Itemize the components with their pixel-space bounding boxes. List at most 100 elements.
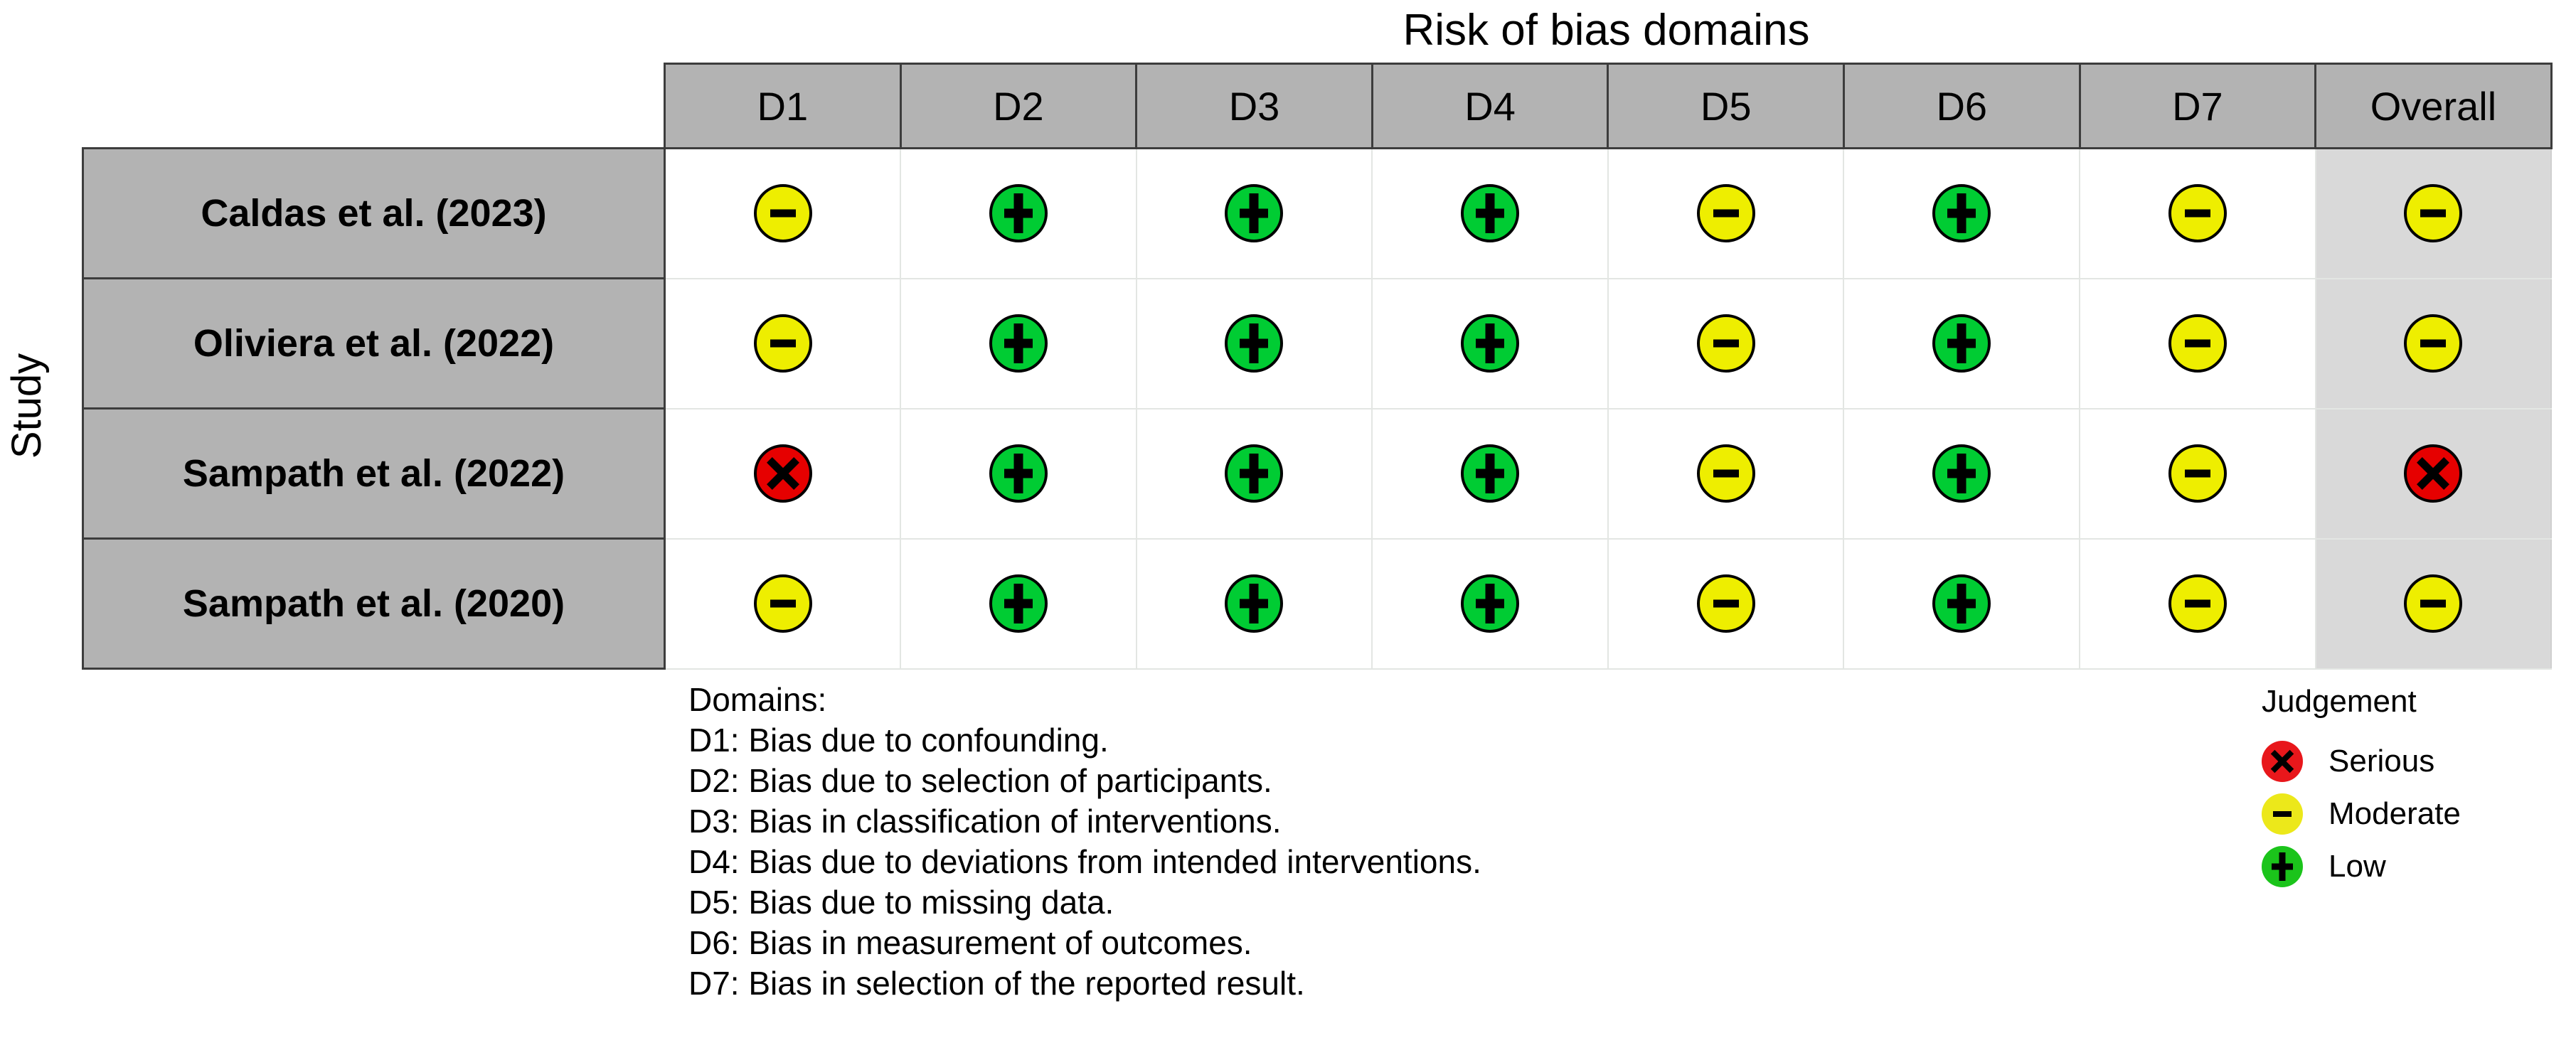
risk-of-bias-table: D1 D2 D3 D4 D5 D6 D7 Overall Caldas et a… — [82, 63, 2553, 670]
judgement-cell-sampath-et-al-2022-d3[interactable] — [1135, 407, 1373, 540]
legend-title: Judgement — [2262, 684, 2417, 719]
domain-description-d3: D3: Bias in classification of interventi… — [688, 803, 1282, 840]
study-label-oliviera-et-al-2022[interactable]: Oliviera et al. (2022) — [82, 277, 666, 409]
judgement-cell-oliviera-et-al-2022-d4[interactable] — [1371, 277, 1609, 409]
low-judgement-icon — [1461, 574, 1520, 633]
judgement-cell-sampath-et-al-2022-d4[interactable] — [1371, 407, 1609, 540]
judgement-cell-sampath-et-al-2020-d6[interactable] — [1843, 537, 2081, 670]
judgement-cell-oliviera-et-al-2022-d6[interactable] — [1843, 277, 2081, 409]
study-label-sampath-et-al-2022[interactable]: Sampath et al. (2022) — [82, 407, 666, 540]
moderate-judgement-icon — [753, 314, 812, 373]
moderate-judgement-icon — [2168, 314, 2227, 373]
table-body: Caldas et al. (2023)Oliviera et al. (202… — [82, 147, 2553, 670]
judgement-cell-caldas-et-al-2023-overall[interactable] — [2314, 147, 2553, 279]
judgement-cell-caldas-et-al-2023-d7[interactable] — [2079, 147, 2316, 279]
moderate-judgement-icon — [1696, 184, 1755, 243]
table-row: Caldas et al. (2023) — [82, 147, 2553, 279]
judgement-cell-sampath-et-al-2020-d2[interactable] — [900, 537, 1137, 670]
study-label-caldas-et-al-2023[interactable]: Caldas et al. (2023) — [82, 147, 666, 279]
page-title: Risk of bias domains — [1403, 6, 1810, 55]
legend-label-serious: Serious — [2328, 744, 2435, 778]
column-header-d3[interactable]: D3 — [1135, 63, 1373, 149]
low-judgement-icon — [1461, 184, 1520, 243]
judgement-cell-sampath-et-al-2022-d5[interactable] — [1607, 407, 1845, 540]
judgement-cell-sampath-et-al-2020-d1[interactable] — [664, 537, 902, 670]
judgement-cell-sampath-et-al-2022-d6[interactable] — [1843, 407, 2081, 540]
low-judgement-icon — [1461, 444, 1520, 503]
domain-description-d4: D4: Bias due to deviations from intended… — [688, 843, 1481, 880]
table-header-row: D1 D2 D3 D4 D5 D6 D7 Overall — [83, 63, 2553, 149]
domain-description-d2: D2: Bias due to selection of participant… — [688, 762, 1272, 799]
moderate-judgement-icon — [1696, 444, 1755, 503]
column-header-d5[interactable]: D5 — [1607, 63, 1845, 149]
moderate-judgement-icon — [2262, 793, 2303, 835]
serious-judgement-icon — [2404, 444, 2463, 503]
header-corner-blank — [83, 64, 665, 149]
domains-caption: Domains: D1: Bias due to confounding. D2… — [688, 680, 1481, 1004]
low-judgement-icon — [989, 184, 1048, 243]
judgement-cell-sampath-et-al-2020-overall[interactable] — [2314, 537, 2553, 670]
domain-description-d7: D7: Bias in selection of the reported re… — [688, 965, 1305, 1002]
judgement-cell-sampath-et-al-2020-d4[interactable] — [1371, 537, 1609, 670]
judgement-cell-sampath-et-al-2020-d5[interactable] — [1607, 537, 1845, 670]
judgement-cell-caldas-et-al-2023-d2[interactable] — [900, 147, 1137, 279]
study-label-sampath-et-al-2020[interactable]: Sampath et al. (2020) — [82, 537, 666, 670]
serious-judgement-icon — [2262, 741, 2303, 782]
moderate-judgement-icon — [1696, 574, 1755, 633]
low-judgement-icon — [2262, 846, 2303, 887]
judgement-cell-sampath-et-al-2022-d7[interactable] — [2079, 407, 2316, 540]
low-judgement-icon — [1225, 574, 1284, 633]
judgement-cell-oliviera-et-al-2022-d1[interactable] — [664, 277, 902, 409]
table-row: Sampath et al. (2020) — [82, 537, 2553, 670]
judgement-cell-caldas-et-al-2023-d5[interactable] — [1607, 147, 1845, 279]
domains-heading: Domains: — [688, 681, 827, 718]
judgement-cell-sampath-et-al-2022-d2[interactable] — [900, 407, 1137, 540]
column-header-d7[interactable]: D7 — [2078, 63, 2317, 149]
domain-description-d1: D1: Bias due to confounding. — [688, 722, 1109, 759]
legend-label-low: Low — [2328, 849, 2386, 884]
moderate-judgement-icon — [753, 574, 812, 633]
low-judgement-icon — [1225, 314, 1284, 373]
column-header-d4[interactable]: D4 — [1371, 63, 1609, 149]
judgement-cell-caldas-et-al-2023-d1[interactable] — [664, 147, 902, 279]
column-header-d2[interactable]: D2 — [899, 63, 1138, 149]
low-judgement-icon — [1225, 444, 1284, 503]
judgement-cell-sampath-et-al-2020-d3[interactable] — [1135, 537, 1373, 670]
low-judgement-icon — [1932, 444, 1991, 503]
judgement-cell-sampath-et-al-2020-d7[interactable] — [2079, 537, 2316, 670]
legend-label-moderate: Moderate — [2328, 796, 2461, 831]
moderate-judgement-icon — [2168, 574, 2227, 633]
moderate-judgement-icon — [753, 184, 812, 243]
table-row: Oliviera et al. (2022) — [82, 277, 2553, 409]
moderate-judgement-icon — [2168, 184, 2227, 243]
judgement-cell-caldas-et-al-2023-d6[interactable] — [1843, 147, 2081, 279]
judgement-cell-oliviera-et-al-2022-d3[interactable] — [1135, 277, 1373, 409]
low-judgement-icon — [1932, 574, 1991, 633]
judgement-cell-caldas-et-al-2023-d3[interactable] — [1135, 147, 1373, 279]
moderate-judgement-icon — [2404, 314, 2463, 373]
column-header-d6[interactable]: D6 — [1842, 63, 2081, 149]
judgement-cell-sampath-et-al-2022-d1[interactable] — [664, 407, 902, 540]
column-header-d1[interactable]: D1 — [664, 63, 902, 149]
moderate-judgement-icon — [1696, 314, 1755, 373]
judgement-cell-sampath-et-al-2022-overall[interactable] — [2314, 407, 2553, 540]
legend: Judgement Serious Moderate Low — [2262, 684, 2461, 893]
judgement-cell-oliviera-et-al-2022-d5[interactable] — [1607, 277, 1845, 409]
column-header-overall[interactable]: Overall — [2314, 63, 2553, 149]
judgement-cell-oliviera-et-al-2022-d7[interactable] — [2079, 277, 2316, 409]
low-judgement-icon — [989, 574, 1048, 633]
moderate-judgement-icon — [2404, 574, 2463, 633]
judgement-cell-oliviera-et-al-2022-d2[interactable] — [900, 277, 1137, 409]
moderate-judgement-icon — [2404, 184, 2463, 243]
legend-item-low: Low — [2262, 840, 2461, 893]
domain-description-d6: D6: Bias in measurement of outcomes. — [688, 924, 1252, 961]
judgement-cell-oliviera-et-al-2022-overall[interactable] — [2314, 277, 2553, 409]
low-judgement-icon — [1932, 184, 1991, 243]
domain-description-d5: D5: Bias due to missing data. — [688, 884, 1114, 921]
y-axis-label: Study — [4, 353, 50, 459]
legend-item-moderate: Moderate — [2262, 788, 2461, 840]
judgement-cell-caldas-et-al-2023-d4[interactable] — [1371, 147, 1609, 279]
legend-item-serious: Serious — [2262, 735, 2461, 788]
table-row: Sampath et al. (2022) — [82, 407, 2553, 540]
low-judgement-icon — [989, 444, 1048, 503]
